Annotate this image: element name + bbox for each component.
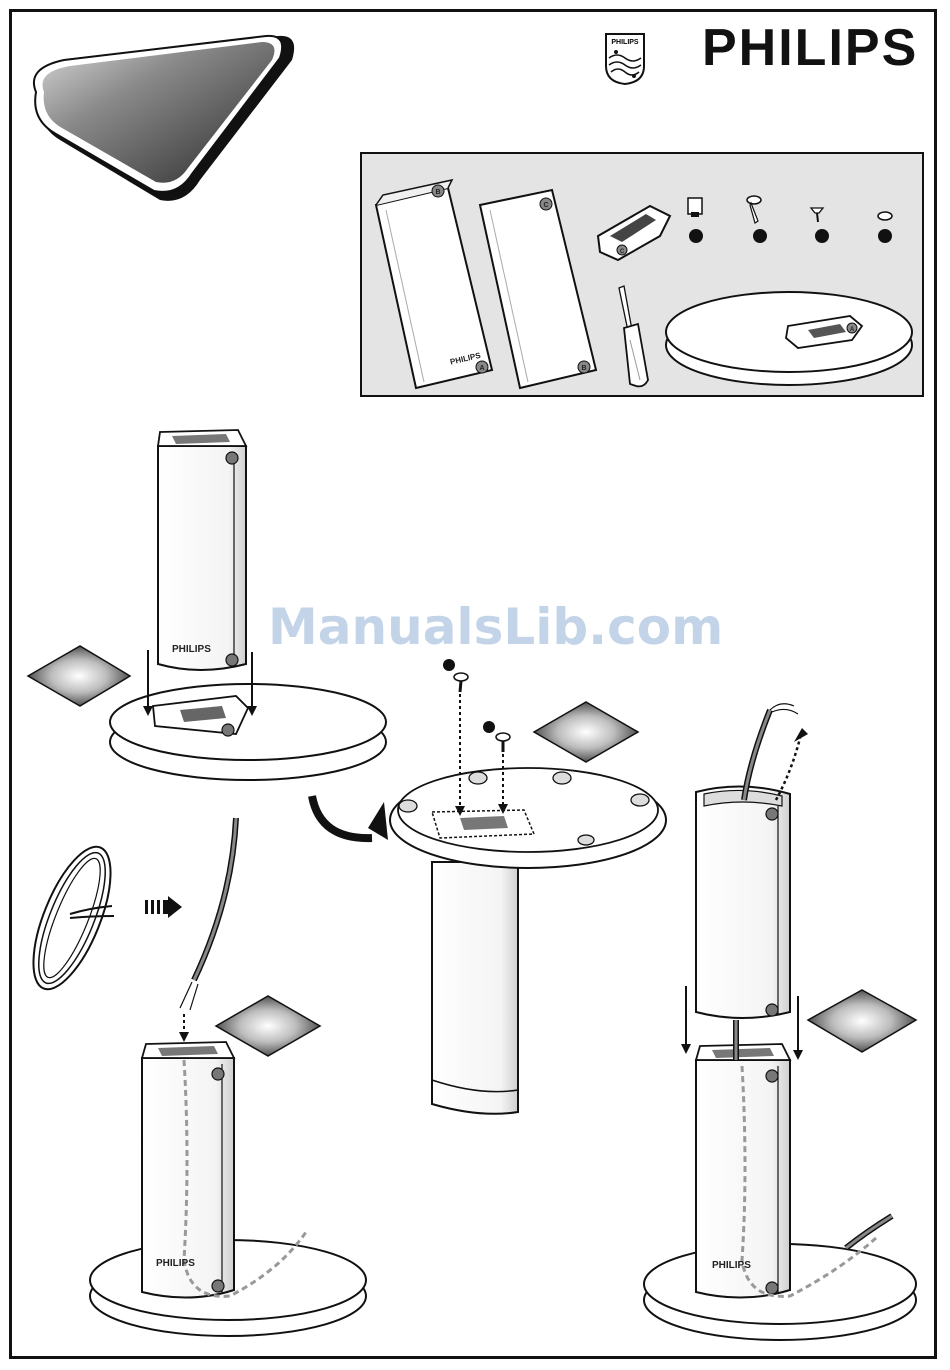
arrow-right-icon	[145, 896, 182, 918]
marker-c-top: C	[543, 202, 548, 209]
cable-coil-icon	[18, 837, 127, 999]
speaker-logo-shape	[34, 36, 294, 201]
step-1-marker	[28, 646, 130, 706]
philips-shield-icon: PHILIPS	[606, 34, 644, 84]
philips-wordmark: PHILIPS	[702, 22, 918, 74]
marker-a-base: A	[850, 327, 855, 333]
step-4-marker	[808, 990, 916, 1052]
step-4-philips-stamp: PHILIPS	[712, 1260, 751, 1271]
shield-label: PHILIPS	[611, 39, 639, 46]
marker-b-top: B	[435, 189, 440, 196]
marker-b-bottom: B	[581, 365, 586, 372]
step-4-illustration: PHILIPS	[644, 704, 916, 1340]
base-plate: A	[666, 292, 912, 385]
step-3-illustration: PHILIPS	[18, 818, 366, 1336]
step-3-philips-stamp: PHILIPS	[156, 1258, 195, 1269]
step-2-marker	[534, 702, 638, 762]
marker-a-panel: A	[479, 365, 484, 372]
marker-c-bracket: C	[620, 249, 625, 255]
step-3-marker	[216, 996, 320, 1056]
step-1-philips-stamp: PHILIPS	[172, 644, 211, 655]
parts-panel: B A PHILIPS C B C	[361, 153, 923, 396]
manualslib-watermark: ManualsLib.com	[268, 602, 723, 652]
